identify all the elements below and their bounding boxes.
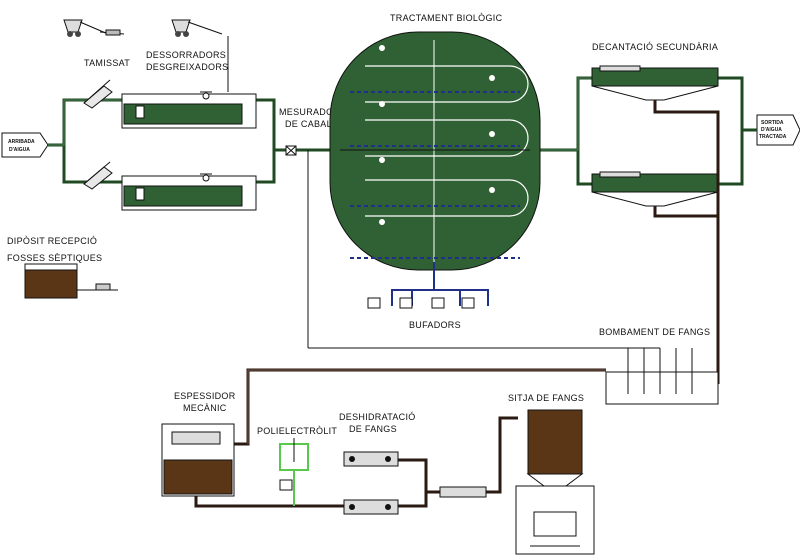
biological-reactor bbox=[329, 31, 541, 271]
label-mecanic: MECÀNIC bbox=[183, 403, 227, 413]
label-sitja-de-fangs: SITJA DE FANGS bbox=[508, 393, 584, 403]
label-daigua: D'AIGUA bbox=[9, 147, 30, 153]
label-tractada: TRACTADA bbox=[759, 134, 787, 140]
dessorrador-channel-1 bbox=[121, 91, 257, 129]
sludge-pipes bbox=[194, 100, 720, 508]
label-bufadors: BUFADORS bbox=[409, 320, 461, 330]
label-dessorradors: DESSORRADORS bbox=[146, 50, 226, 60]
tamissat-screen-2 bbox=[83, 161, 113, 190]
polyelectrolyte-dosing bbox=[279, 438, 309, 506]
mechanical-thickener bbox=[161, 423, 235, 497]
outlet-arrow: SORTIDA D'AIGUA TRACTADA bbox=[756, 114, 800, 146]
label-tamissat: TAMISSAT bbox=[84, 58, 130, 68]
dewatering-unit-1 bbox=[343, 451, 399, 467]
label-decantacio-secundaria: DECANTACIÓ SECUNDÀRIA bbox=[592, 42, 718, 52]
screenings-conveyor bbox=[63, 19, 125, 37]
water-pipes bbox=[48, 76, 757, 186]
label-tractament-biologic: TRACTAMENT BIOLÒGIC bbox=[390, 13, 503, 23]
label-diposit-recepcio: DIPÒSIT RECEPCIÓ bbox=[7, 236, 97, 246]
sludge-pumping bbox=[605, 348, 719, 405]
label-arribada: ARRIBADA bbox=[8, 139, 35, 145]
label-deshidratacio: DESHIDRATACIÓ bbox=[339, 412, 416, 422]
label-polielectrolit: POLIELECTRÒLIT bbox=[257, 426, 337, 436]
label-bombament-de-fangs: BOMBAMENT DE FANGS bbox=[599, 327, 710, 337]
dewatering-unit-2 bbox=[343, 499, 399, 515]
label-sortida: SORTIDA bbox=[761, 120, 784, 126]
label-mesurador: MESURADOR bbox=[279, 107, 340, 117]
secondary-clarifier-1 bbox=[591, 65, 719, 101]
sludge-silo bbox=[515, 409, 595, 555]
label-espessidor: ESPESSIDOR bbox=[174, 391, 236, 401]
septic-reception-tank bbox=[24, 263, 118, 299]
secondary-clarifier-2 bbox=[591, 171, 719, 207]
blowers bbox=[367, 262, 489, 309]
label-de-cabal: DE CABAL bbox=[285, 119, 332, 129]
sludge-transfer-pump bbox=[439, 486, 487, 498]
label-fosses-septiques: FOSSES SÈPTIQUES bbox=[7, 253, 102, 263]
tamissat-screen-1 bbox=[83, 79, 113, 109]
label-sortida-daigua: D'AIGUA bbox=[761, 127, 782, 133]
grit-conveyor bbox=[171, 19, 229, 92]
inlet-arrow: ARRIBADA D'AIGUA bbox=[1, 132, 49, 158]
dessorrador-channel-2 bbox=[121, 173, 257, 211]
flow-meter bbox=[285, 145, 297, 156]
label-de-fangs: DE FANGS bbox=[349, 424, 397, 434]
label-desgreixadors: DESGREIXADORS bbox=[146, 62, 228, 72]
